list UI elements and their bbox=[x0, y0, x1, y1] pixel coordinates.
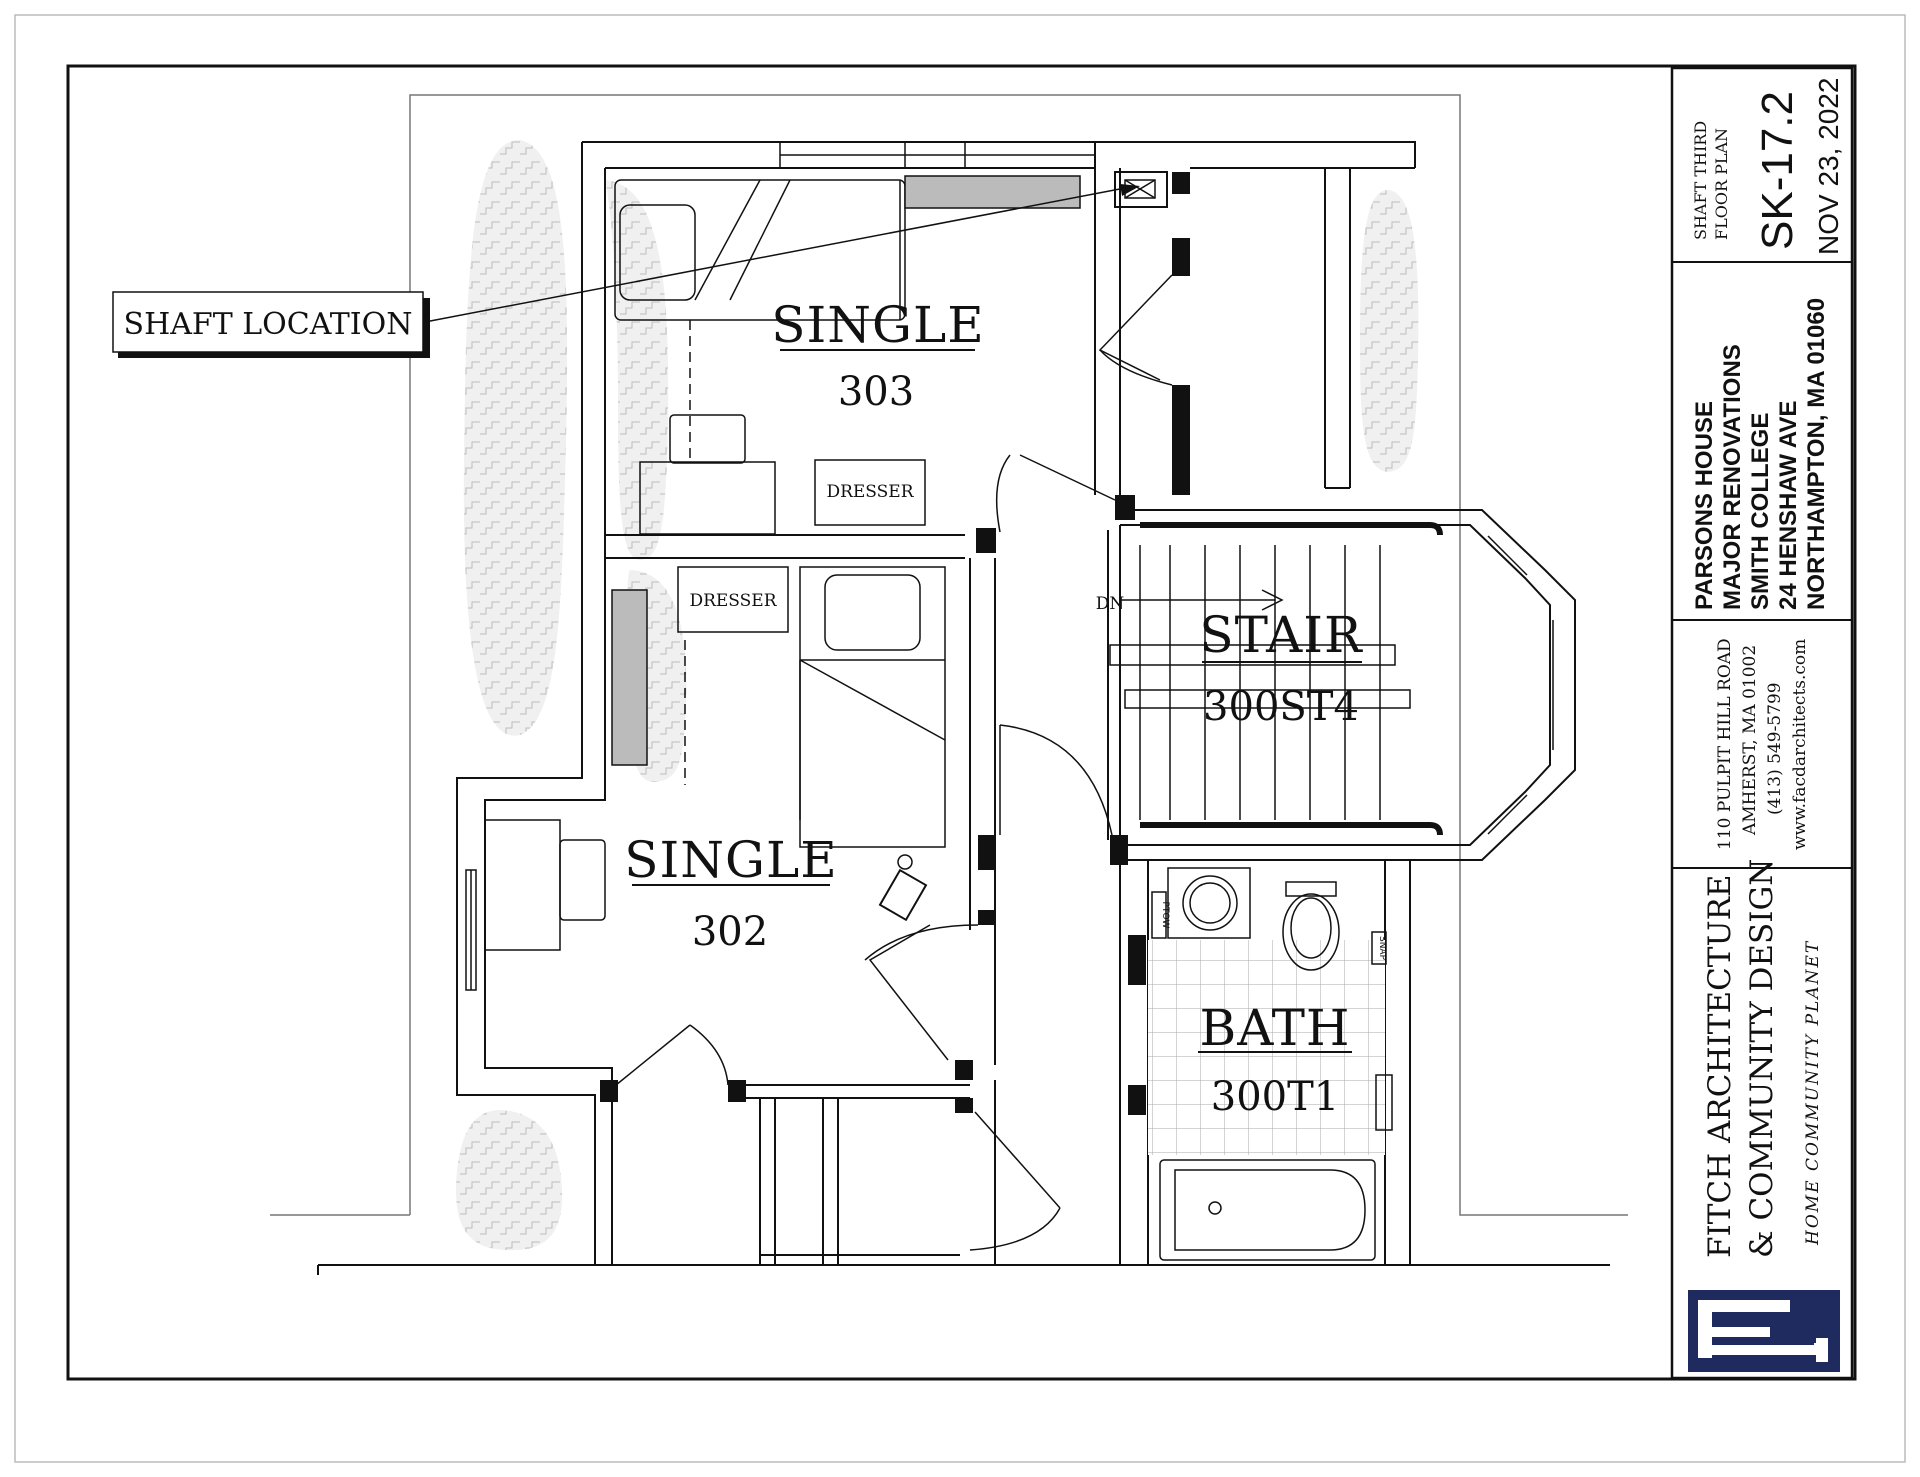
chair-icon bbox=[669, 414, 746, 464]
window-stair-bay bbox=[1487, 535, 1554, 835]
firm-logo bbox=[1688, 1290, 1840, 1372]
landscape-planting bbox=[455, 1110, 563, 1251]
stair-direction-label: DN bbox=[1096, 594, 1125, 614]
sheet-number: SK-17.2 bbox=[1753, 91, 1802, 250]
interior-walls bbox=[605, 168, 1149, 1265]
ptow-label: PTOW bbox=[1160, 902, 1170, 929]
radiator-icon bbox=[611, 589, 648, 766]
desk-icon bbox=[484, 819, 561, 951]
shaft-leader-line bbox=[424, 187, 1126, 323]
bath-number: 300T1 bbox=[1211, 1074, 1339, 1120]
office-line-4: www.facdarchitects.com bbox=[1790, 639, 1810, 850]
door-jambs bbox=[600, 172, 1190, 1115]
leader-arrow bbox=[1120, 184, 1140, 196]
project-line-1: PARSONS HOUSE bbox=[1691, 401, 1718, 610]
room-302-name: SINGLE bbox=[624, 831, 837, 889]
grab-bar bbox=[1375, 1074, 1393, 1131]
radiator-icon bbox=[904, 175, 1081, 209]
floor-plan bbox=[112, 94, 1628, 1275]
bathtub-icon bbox=[1159, 1159, 1376, 1261]
stair-name: STAIR bbox=[1199, 606, 1363, 664]
stair-number: 300ST4 bbox=[1203, 684, 1359, 730]
room-302-number: 302 bbox=[692, 909, 768, 955]
stair bbox=[1109, 522, 1443, 836]
project-line-2: MAJOR RENOVATIONS bbox=[1719, 344, 1746, 610]
dresser-303-label: DRESSER bbox=[826, 482, 914, 502]
snap-label: SNAP bbox=[1377, 936, 1387, 961]
vanity bbox=[1167, 867, 1251, 939]
window-302 bbox=[465, 869, 477, 991]
bath-floor bbox=[1148, 940, 1385, 1155]
lamp-icon bbox=[897, 854, 913, 870]
furniture-302 bbox=[484, 566, 946, 951]
room-303-name: SINGLE bbox=[771, 296, 984, 354]
trash-icon bbox=[878, 868, 928, 922]
title-block bbox=[1670, 66, 1854, 1380]
sheet-date: NOV 23, 2022 bbox=[1813, 78, 1844, 255]
firm-tagline: HOME COMMUNITY PLANET bbox=[1803, 940, 1823, 1246]
project-line-4: 24 HENSHAW AVE bbox=[1775, 401, 1802, 610]
toilet-icon bbox=[1282, 893, 1340, 971]
shaft-location-label: SHAFT LOCATION bbox=[124, 307, 413, 342]
page-border bbox=[14, 14, 1906, 1463]
drawing-border bbox=[66, 64, 1857, 1381]
bath-fixtures bbox=[1151, 867, 1393, 1261]
landscape-planting bbox=[605, 180, 669, 560]
landscape-planting bbox=[463, 140, 568, 736]
dresser-302-label: DRESSER bbox=[689, 591, 777, 611]
desk-icon bbox=[639, 461, 776, 535]
office-line-1: 110 PULPIT HILL ROAD bbox=[1715, 638, 1735, 850]
firm-line-1: FITCH ARCHITECTURE bbox=[1702, 874, 1738, 1258]
callout-box bbox=[112, 291, 424, 353]
office-line-2: AMHERST, MA 01002 bbox=[1740, 645, 1760, 836]
project-line-3: SMITH COLLEGE bbox=[1747, 413, 1774, 610]
site-line bbox=[409, 94, 1628, 1216]
sheet-title-line1: SHAFT THIRD bbox=[1691, 121, 1710, 240]
dresser-302 bbox=[677, 566, 789, 633]
doors bbox=[615, 274, 1201, 1251]
toilet-tank bbox=[1285, 881, 1337, 897]
dresser-303 bbox=[814, 459, 926, 526]
sink-icon bbox=[1182, 875, 1238, 931]
window-top bbox=[779, 141, 1096, 169]
sheet-title-line2: FLOOR PLAN bbox=[1712, 128, 1731, 240]
firm-line-2: & COMMUNITY DESIGN bbox=[1744, 859, 1780, 1258]
chair-icon bbox=[559, 839, 606, 921]
bath-name: BATH bbox=[1199, 999, 1350, 1057]
office-line-3: (413) 549-5799 bbox=[1765, 682, 1785, 815]
exterior-walls bbox=[317, 141, 1610, 1275]
bed-icon bbox=[799, 566, 946, 848]
project-line-5: NORTHAMPTON, MA 01060 bbox=[1803, 298, 1830, 610]
ptow-dispenser bbox=[1151, 891, 1167, 939]
landscape-planting bbox=[1360, 190, 1419, 472]
snap-dispenser bbox=[1371, 931, 1387, 965]
room-303-number: 303 bbox=[838, 369, 914, 415]
